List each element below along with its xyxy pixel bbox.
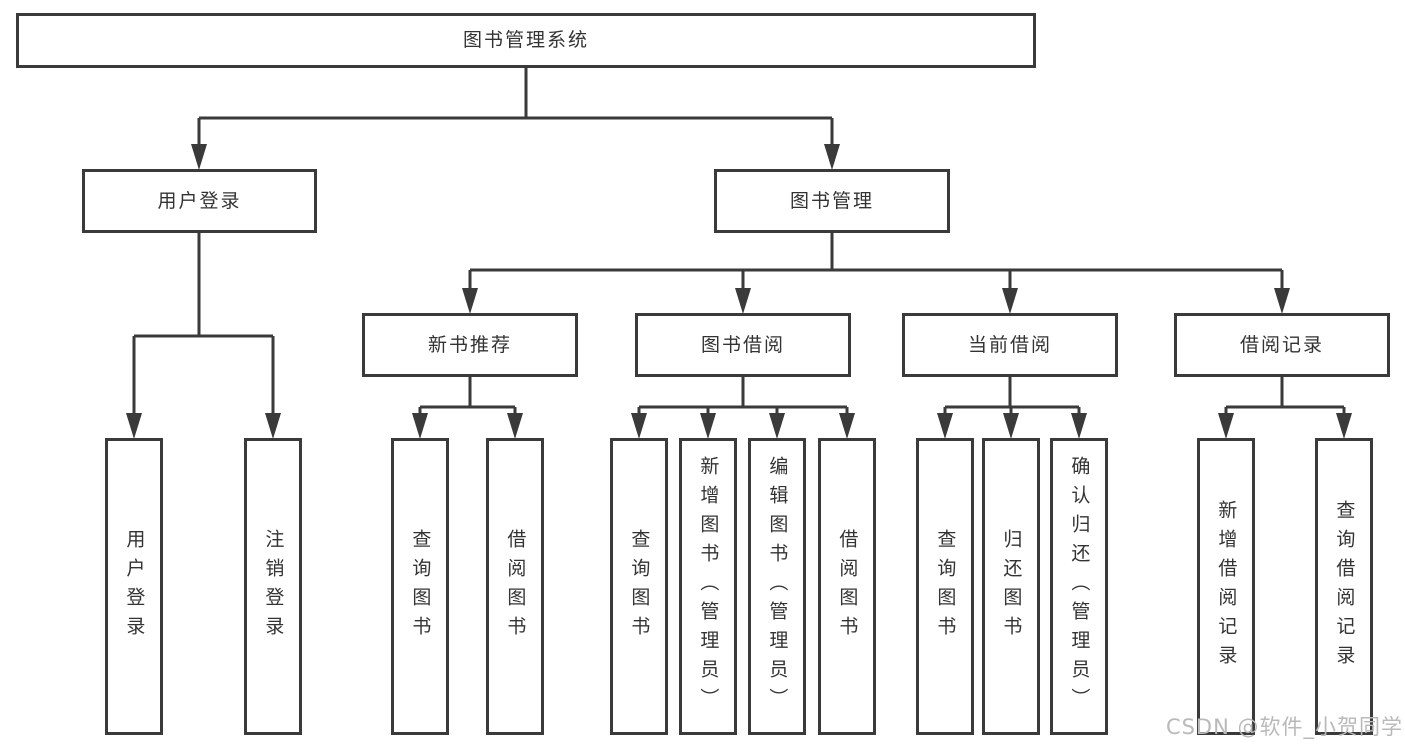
node-book-borrow-label: 图书借阅 bbox=[700, 333, 785, 356]
leaf-add-book-admin: 新增图书（管理员） bbox=[679, 438, 737, 735]
leaf-user-login: 用户登录 bbox=[105, 438, 163, 735]
leaf-user-login-label: 用户登录 bbox=[123, 528, 146, 645]
leaf-edit-book-admin: 编辑图书（管理员） bbox=[748, 438, 806, 735]
node-borrow-records-label: 借阅记录 bbox=[1239, 333, 1324, 356]
node-book-management-label: 图书管理 bbox=[789, 189, 874, 212]
leaf-query-books-borrow: 查询图书 bbox=[610, 438, 668, 735]
node-borrow-records: 借阅记录 bbox=[1174, 313, 1390, 377]
leaf-borrow-books-recommend-label: 借阅图书 bbox=[504, 528, 527, 645]
leaf-query-books-current: 查询图书 bbox=[916, 438, 974, 735]
leaf-borrow-books-label: 借阅图书 bbox=[836, 528, 859, 645]
leaf-query-books-current-label: 查询图书 bbox=[934, 528, 957, 645]
leaf-query-books-recommend: 查询图书 bbox=[391, 438, 449, 735]
leaf-logout: 注销登录 bbox=[244, 438, 302, 735]
node-current-borrow: 当前借阅 bbox=[902, 313, 1118, 377]
leaf-logout-label: 注销登录 bbox=[262, 528, 285, 645]
leaf-confirm-return-admin-label: 确认归还（管理员） bbox=[1068, 456, 1091, 717]
leaf-query-borrow-record: 查询借阅记录 bbox=[1315, 438, 1373, 735]
leaf-return-book: 归还图书 bbox=[982, 438, 1040, 735]
leaf-query-books-borrow-label: 查询图书 bbox=[628, 528, 651, 645]
node-new-book-recommend: 新书推荐 bbox=[362, 313, 578, 377]
node-current-borrow-label: 当前借阅 bbox=[967, 333, 1052, 356]
leaf-borrow-books: 借阅图书 bbox=[818, 438, 876, 735]
leaf-add-borrow-record: 新增借阅记录 bbox=[1197, 438, 1255, 735]
node-user-login: 用户登录 bbox=[82, 169, 317, 233]
leaf-add-borrow-record-label: 新增借阅记录 bbox=[1215, 499, 1238, 674]
leaf-borrow-books-recommend: 借阅图书 bbox=[486, 438, 544, 735]
node-root: 图书管理系统 bbox=[16, 13, 1036, 68]
node-new-book-recommend-label: 新书推荐 bbox=[427, 333, 512, 356]
leaf-confirm-return-admin: 确认归还（管理员） bbox=[1050, 438, 1108, 735]
leaf-edit-book-admin-label: 编辑图书（管理员） bbox=[766, 456, 789, 717]
node-root-label: 图书管理系统 bbox=[462, 29, 589, 52]
leaf-return-book-label: 归还图书 bbox=[1000, 528, 1023, 645]
csdn-watermark: CSDN @软件_小贺同学 bbox=[1165, 715, 1403, 739]
node-user-login-label: 用户登录 bbox=[157, 189, 242, 212]
node-book-management: 图书管理 bbox=[714, 169, 950, 233]
leaf-query-borrow-record-label: 查询借阅记录 bbox=[1333, 499, 1356, 674]
leaf-add-book-admin-label: 新增图书（管理员） bbox=[697, 456, 720, 717]
node-book-borrow: 图书借阅 bbox=[635, 313, 851, 377]
leaf-query-books-recommend-label: 查询图书 bbox=[409, 528, 432, 645]
